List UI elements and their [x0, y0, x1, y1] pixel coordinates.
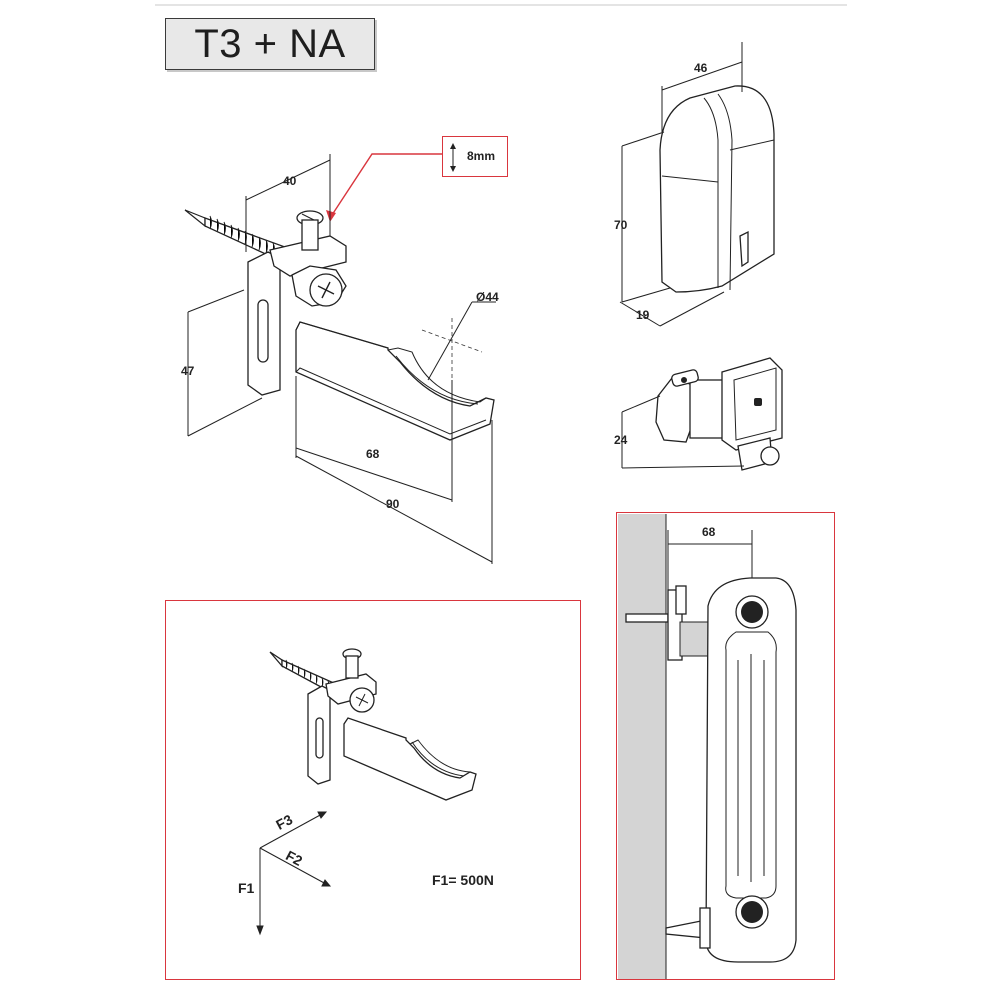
- bracket-dimensions: [187, 154, 496, 564]
- dim-bracket-height: 47: [181, 364, 195, 378]
- callout-arrow-icon: [326, 143, 456, 222]
- dim-bracket-width: 40: [283, 174, 297, 188]
- cap-icon: [619, 42, 775, 327]
- force-f1-label: F1: [238, 880, 255, 896]
- dim-cap-width: 46: [694, 61, 708, 75]
- clip-icon: [621, 357, 783, 471]
- force-arrow-icon: [256, 811, 332, 936]
- force-panel: [165, 600, 581, 980]
- wall-bracket-icon: [184, 209, 495, 441]
- dim-bracket-depth-inner: 68: [366, 447, 380, 461]
- radiator-icon: [618, 514, 797, 979]
- dim-cap-height: 70: [614, 218, 628, 232]
- dim-cap-depth: 19: [636, 308, 650, 322]
- force-load-text: F1= 500N: [432, 872, 494, 888]
- bracket-small-icon: [269, 648, 477, 801]
- top-rule: [155, 4, 847, 6]
- screw-size-label: 8mm: [467, 149, 496, 163]
- dim-clip-height: 24: [614, 433, 628, 447]
- dim-pipe-diameter: Ø44: [476, 290, 499, 304]
- dim-bracket-depth-total: 90: [386, 497, 400, 511]
- dim-radiator-distance: 68: [702, 525, 716, 539]
- product-title: T3 + NA: [165, 18, 375, 70]
